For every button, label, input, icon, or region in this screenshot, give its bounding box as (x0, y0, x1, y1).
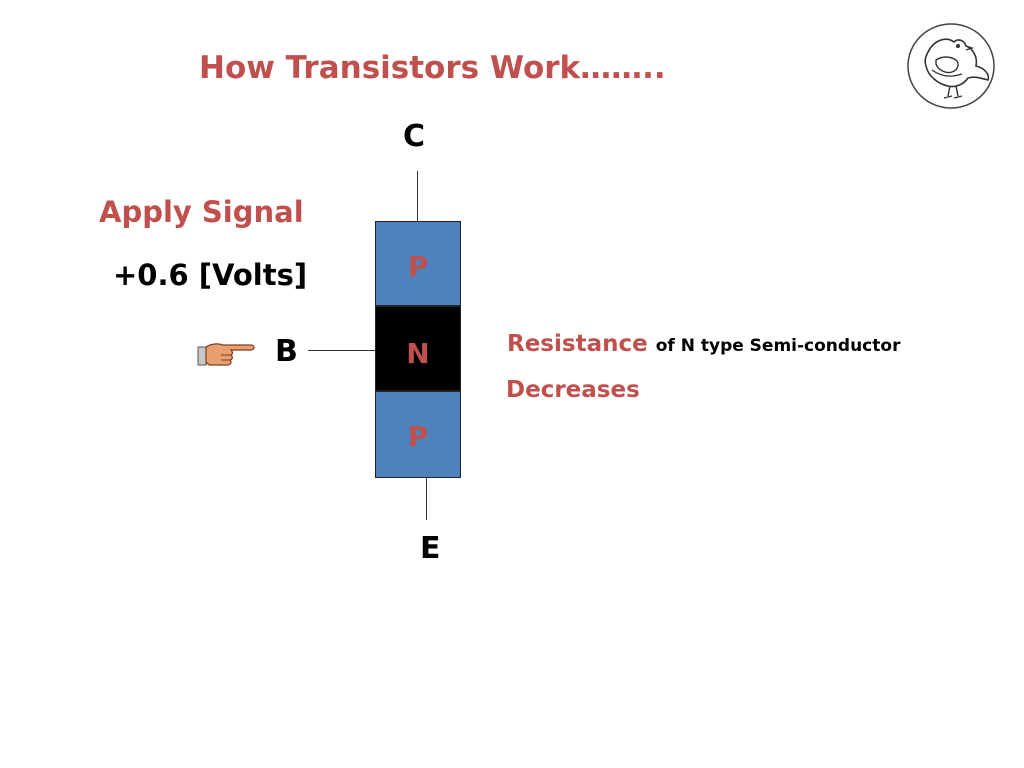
resistance-note: Resistance of N type Semi-conductor (507, 331, 900, 357)
base-n-layer: N (375, 306, 461, 391)
slide-title: How Transistors Work…….. (199, 50, 666, 86)
base-label: B (275, 334, 298, 369)
transistor-body: P N P (375, 221, 461, 478)
base-lead (308, 350, 375, 351)
layer-label: N (406, 337, 430, 370)
apply-signal-heading: Apply Signal (99, 195, 304, 229)
collector-p-layer: P (375, 221, 461, 306)
pointing-hand-icon (197, 337, 257, 371)
emitter-lead (426, 478, 427, 520)
resistance-result: Decreases (506, 377, 640, 403)
resistance-highlight: Resistance (507, 331, 648, 357)
layer-label: P (407, 250, 429, 283)
layer-label: P (407, 420, 429, 453)
collector-lead (417, 171, 418, 221)
emitter-label: E (420, 531, 441, 566)
emitter-p-layer: P (375, 391, 461, 478)
resistance-detail: of N type Semi-conductor (655, 336, 901, 356)
collector-label: C (403, 119, 426, 154)
signal-voltage: +0.6 [Volts] (113, 258, 308, 292)
bird-logo-icon (906, 22, 996, 110)
